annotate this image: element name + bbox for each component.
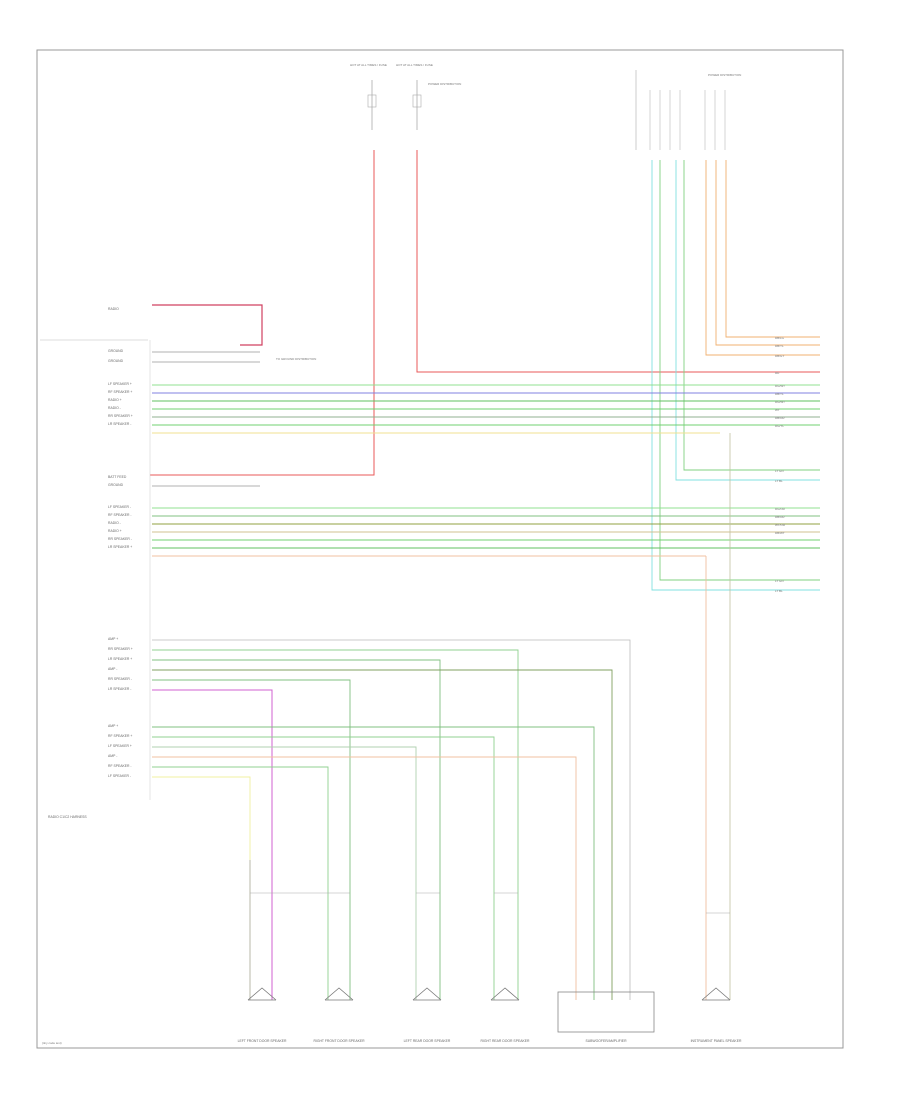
row-label: AMP + — [108, 724, 118, 728]
row-label: RF SPEAKER + — [108, 390, 132, 394]
wire-color: DB/LG — [775, 336, 785, 340]
row-label: RR SPEAKER - — [108, 677, 132, 681]
wire-color: DG/OR — [775, 507, 786, 511]
upper-wire-runs: TO GROUND DISTRIBUTION — [152, 351, 820, 557]
row-label: AMP + — [108, 637, 118, 641]
row-label: LF SPEAKER - — [108, 505, 131, 509]
lower-row-labels: AMP + RR SPEAKER + LR SPEAKER + AMP - RR… — [48, 637, 133, 819]
row-label: RADIO - — [108, 521, 121, 525]
row-label: LR SPEAKER + — [108, 545, 132, 549]
fuse-2-label: HOT AT ALL TIMES / FUSE — [396, 63, 433, 67]
component-label: INSTRUMENT PANEL SPEAKER — [691, 1039, 742, 1043]
top-fuse-group: HOT AT ALL TIMES / FUSE HOT AT ALL TIMES… — [350, 63, 461, 130]
module-title: RADIO — [108, 307, 119, 311]
battery-feed-wires — [150, 150, 820, 476]
row-label: GROUND — [108, 359, 124, 363]
row-label: RADIO + — [108, 529, 122, 533]
row-label: AMP - — [108, 754, 117, 758]
right-row-labels: DB/LG DB/YL DB/GY RD DG/WT DB/YL DG/WT W… — [775, 336, 786, 593]
row-label: RADIO - — [108, 406, 121, 410]
row-label: RF SPEAKER - — [108, 764, 132, 768]
component-label: RIGHT REAR DOOR SPEAKER — [481, 1039, 530, 1043]
lower-wire-runs — [152, 433, 731, 1000]
row-label: LF SPEAKER + — [108, 382, 132, 386]
wire-color: LT GN — [775, 469, 784, 473]
wire-color: DB/YL — [775, 392, 784, 396]
ground-note: TO GROUND DISTRIBUTION — [276, 357, 316, 361]
speaker-icon — [701, 987, 731, 1001]
diagram-border — [36, 49, 844, 1049]
component-label: RIGHT FRONT DOOR SPEAKER — [313, 1039, 365, 1043]
wire-color: LT GN — [775, 579, 784, 583]
fuse-icon — [412, 94, 422, 108]
fuse-icon — [367, 94, 377, 108]
row-label: RR SPEAKER + — [108, 414, 133, 418]
footer-code: (tiny code text) — [42, 1041, 62, 1045]
row-label: BATT FEED — [108, 475, 127, 479]
subwoofer-box — [557, 991, 655, 1033]
row-label: RADIO + — [108, 398, 122, 402]
bottom-components: LEFT FRONT DOOR SPEAKER RIGHT FRONT DOOR… — [238, 987, 742, 1043]
wire-color: LT BL — [775, 589, 783, 593]
row-label: RF SPEAKER + — [108, 734, 132, 738]
fuse-note: POWER DISTRIBUTION — [428, 82, 461, 86]
row-label: RR SPEAKER + — [108, 647, 133, 651]
wire-color: DG/WT — [775, 384, 785, 388]
row-label: AMP - — [108, 667, 117, 671]
row-label: LF SPEAKER - — [108, 774, 131, 778]
row-label: LR SPEAKER - — [108, 687, 131, 691]
row-label: LR SPEAKER - — [108, 422, 131, 426]
row-label: LR SPEAKER + — [108, 657, 132, 661]
wire-color: DB/GY — [775, 354, 784, 358]
harness-label: RADIO C1/C2 HARNESS — [48, 815, 87, 819]
component-label: LEFT FRONT DOOR SPEAKER — [238, 1039, 287, 1043]
wire-color: DG/YL — [775, 424, 784, 428]
wire-color: LT BL — [775, 479, 783, 483]
wire-color: DB/WT — [775, 531, 785, 535]
top-right-label: POWER DISTRIBUTION — [708, 73, 741, 77]
right-vertical-wires — [651, 160, 820, 591]
wire-color: WT/OR — [775, 523, 786, 527]
row-label: RR SPEAKER - — [108, 537, 132, 541]
wire-color: RD — [775, 371, 780, 375]
row-label: LF SPEAKER + — [108, 744, 132, 748]
wire-color: DG/WT — [775, 400, 785, 404]
speaker-drops — [249, 860, 730, 1000]
speaker-icon — [490, 987, 520, 1001]
row-label: RF SPEAKER - — [108, 513, 132, 517]
speaker-icon — [412, 987, 442, 1001]
row-label: GROUND — [108, 349, 124, 353]
top-right-connector: POWER DISTRIBUTION — [635, 70, 741, 150]
speaker-icon — [324, 987, 354, 1001]
wire-color: DB/YL — [775, 344, 784, 348]
component-label: LEFT REAR DOOR SPEAKER — [404, 1039, 451, 1043]
row-label: GROUND — [108, 483, 124, 487]
component-label: SUBWOOFER/AMPLIFIER — [585, 1039, 627, 1043]
speaker-icon — [247, 987, 277, 1001]
wire-color: WT — [775, 408, 780, 412]
wire-color: DB/OR — [775, 515, 785, 519]
wire-color: DB/OR — [775, 416, 785, 420]
radio-module: RADIO — [40, 307, 151, 800]
fuse-1-label: HOT AT ALL TIMES / FUSE — [350, 63, 387, 67]
left-row-labels: GROUND GROUND LF SPEAKER + RF SPEAKER + … — [108, 349, 133, 549]
